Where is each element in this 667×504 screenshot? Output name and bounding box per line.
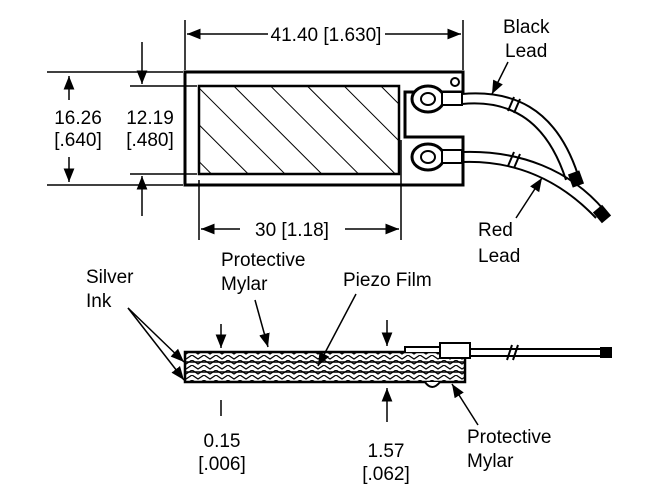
- red-lead-connector: [410, 142, 463, 172]
- active-length-dimension: [198, 140, 402, 240]
- red-lead-label-2: Lead: [478, 246, 520, 267]
- red-lead-label-1: Red: [478, 220, 513, 241]
- total-thickness-mm: 1.57: [368, 441, 405, 462]
- protective-mylar-top-label-1: Protective: [221, 250, 305, 271]
- black-lead-tip: [567, 170, 585, 188]
- overall-length-dimension: [184, 20, 464, 70]
- protective-mylar-bottom-label-2: Mylar: [467, 451, 514, 472]
- active-width-in: [.480]: [126, 130, 174, 151]
- side-lead-tip: [600, 347, 612, 358]
- red-lead-tip: [592, 204, 612, 224]
- overall-width-mm: 16.26: [54, 108, 102, 129]
- silver-ink-leaders: [127, 307, 185, 381]
- active-length-label: 30 [1.18]: [255, 220, 329, 241]
- red-lead-leader: [515, 177, 543, 219]
- piezo-film-label: Piezo Film: [343, 270, 432, 291]
- silver-ink-label-1: Silver: [86, 267, 134, 288]
- black-lead-label-1: Black: [503, 17, 550, 38]
- silver-ink-label-2: Ink: [86, 291, 112, 312]
- side-view: Silver Ink Protective Mylar Piezo Film 0…: [86, 250, 612, 485]
- film-thickness-in: [.006]: [198, 454, 246, 475]
- side-lead-wire: [470, 344, 608, 361]
- overall-length-label: 41.40 [1.630]: [271, 25, 382, 46]
- side-crimp: [439, 342, 471, 359]
- black-lead-wire: [461, 92, 579, 181]
- active-width-mm: 12.19: [126, 108, 174, 129]
- protective-mylar-bottom-leader: [451, 383, 479, 426]
- total-thickness-in: [.062]: [362, 464, 410, 485]
- piezo-film-leader: [317, 293, 357, 367]
- film-thickness-mm: 0.15: [204, 431, 241, 452]
- protective-mylar-top-leader: [254, 299, 270, 348]
- black-lead-connector: [410, 77, 463, 114]
- protective-mylar-bottom-label-1: Protective: [467, 427, 551, 448]
- red-lead-wire: [461, 150, 605, 219]
- black-lead-leader: [491, 61, 509, 95]
- protective-mylar-top-label-2: Mylar: [221, 274, 268, 295]
- overall-width-in: [.640]: [54, 130, 102, 151]
- black-lead-label-2: Lead: [505, 41, 547, 62]
- side-connector: [404, 346, 441, 352]
- active-area-hatched: [197, 84, 401, 176]
- top-view: 41.40 [1.630] 16.26 [.640] 12.19 [.480]: [47, 17, 612, 267]
- width-extension-lines: [47, 71, 197, 186]
- laminate-layers: [183, 350, 467, 384]
